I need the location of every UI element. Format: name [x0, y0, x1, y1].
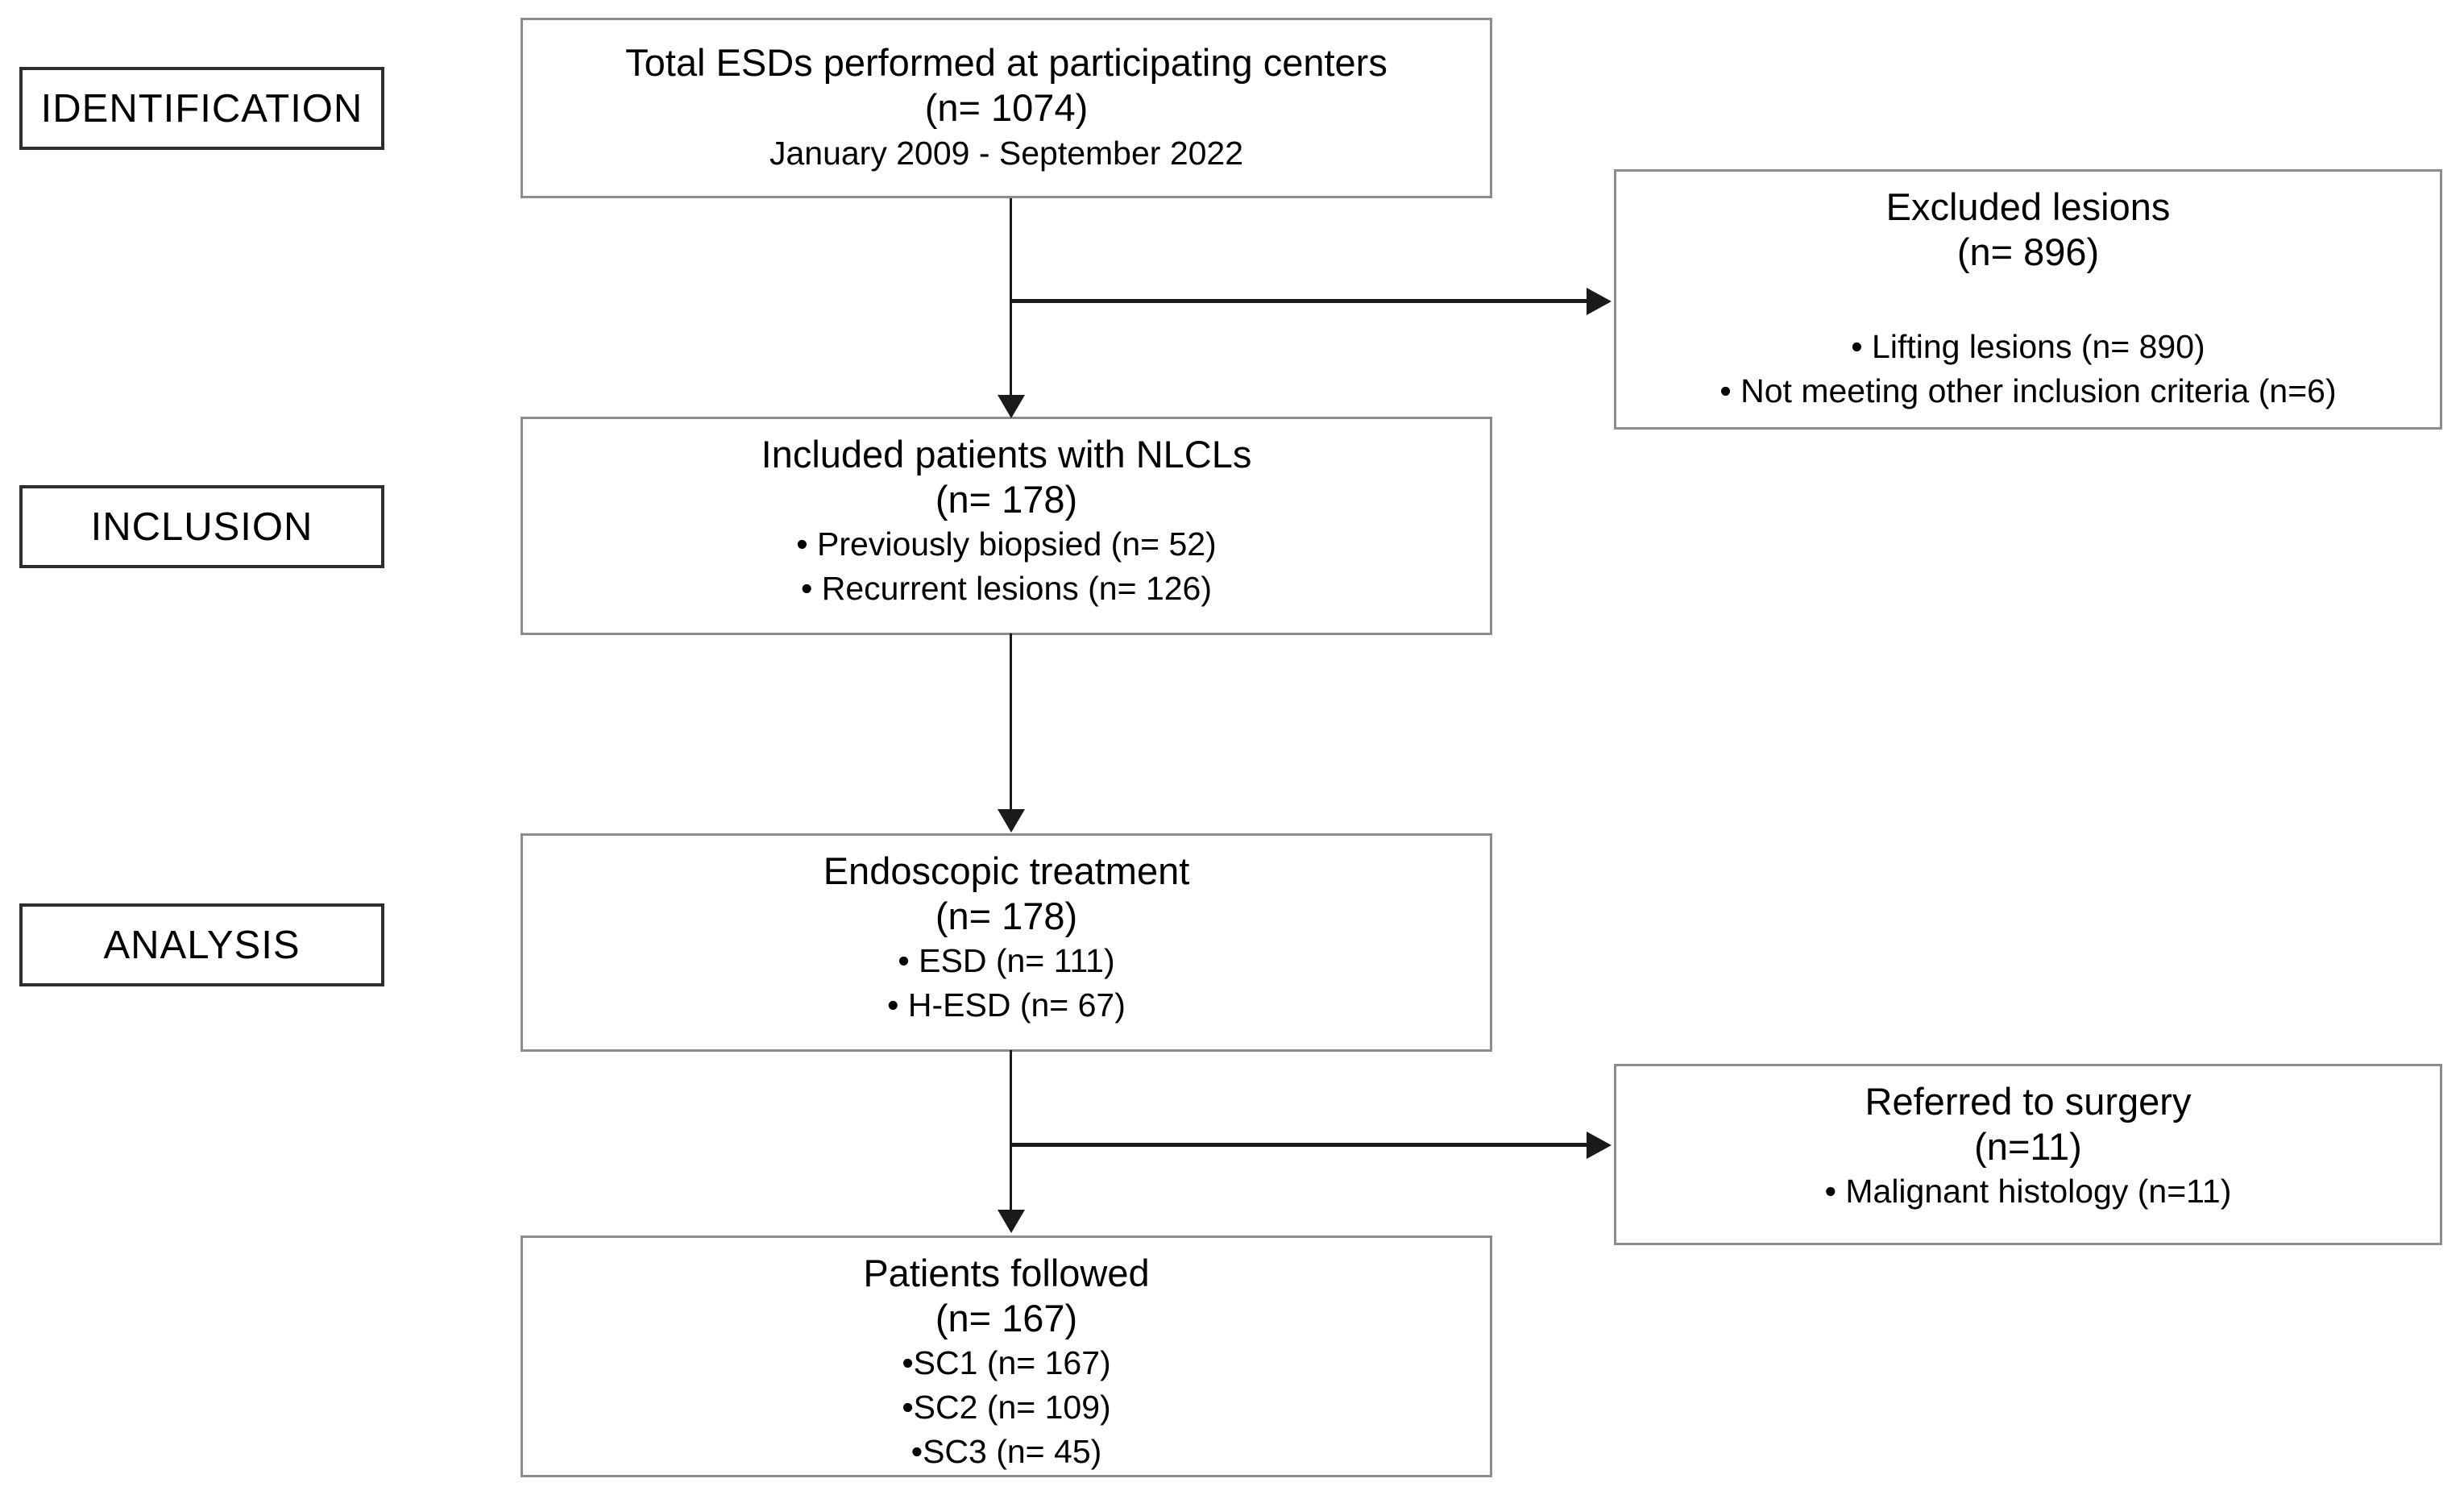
box-included-bullet-biopsied: • Previously biopsied (n= 52)	[796, 525, 1217, 563]
stage-label-analysis-text: ANALYSIS	[103, 923, 301, 967]
stage-label-identification: IDENTIFICATION	[19, 67, 384, 150]
box-surgery-count: (n=11)	[1974, 1125, 2082, 1168]
box-excluded-bullet-criteria: • Not meeting other inclusion criteria (…	[1719, 372, 2337, 409]
box-followed-bullet-sc1: •SC1 (n= 167)	[902, 1344, 1111, 1381]
box-treatment-title: Endoscopic treatment	[823, 849, 1190, 892]
arrow-right-to-excluded-icon	[1587, 288, 1612, 315]
box-referred-surgery: Referred to surgery (n=11) • Malignant h…	[1614, 1064, 2442, 1245]
box-included-count: (n= 178)	[935, 478, 1078, 521]
box-included-bullet-recurrent: • Recurrent lesions (n= 126)	[800, 570, 1213, 607]
stage-label-inclusion: INCLUSION	[19, 485, 384, 568]
box-excluded-title: Excluded lesions	[1885, 185, 2171, 228]
box-total-esds-period: January 2009 - September 2022	[769, 135, 1244, 172]
connector-to-excluded-line	[1010, 299, 1588, 303]
arrow-down-included-to-treatment-icon	[998, 809, 1025, 833]
box-followed-count: (n= 167)	[935, 1297, 1078, 1339]
box-treatment-count: (n= 178)	[935, 895, 1078, 937]
box-surgery-bullet-malignant: • Malignant histology (n=11)	[1824, 1173, 2232, 1210]
box-total-esds-title: Total ESDs performed at participating ce…	[625, 41, 1388, 84]
connector-treatment-to-followed-line	[1010, 1050, 1012, 1213]
stage-label-analysis: ANALYSIS	[19, 903, 384, 986]
box-followed-bullet-sc3: •SC3 (n= 45)	[911, 1433, 1102, 1470]
connector-to-surgery-line	[1010, 1143, 1588, 1147]
arrow-down-treatment-to-followed-icon	[998, 1210, 1025, 1233]
stage-label-inclusion-text: INCLUSION	[90, 505, 313, 549]
box-followed-title: Patients followed	[863, 1252, 1150, 1294]
arrow-down-total-to-included-icon	[998, 395, 1025, 418]
box-surgery-title: Referred to surgery	[1865, 1080, 2192, 1123]
box-followed-bullet-sc2: •SC2 (n= 109)	[902, 1389, 1111, 1426]
box-treatment-bullet-hesd: • H-ESD (n= 67)	[887, 986, 1126, 1024]
box-total-esds: Total ESDs performed at participating ce…	[521, 18, 1492, 198]
connector-included-to-treatment-line	[1010, 633, 1012, 812]
box-excluded-lesions: Excluded lesions (n= 896) • Lifting lesi…	[1614, 169, 2442, 430]
connector-total-to-included-line	[1010, 198, 1012, 398]
stage-label-identification-text: IDENTIFICATION	[40, 86, 363, 131]
box-treatment-bullet-esd: • ESD (n= 111)	[898, 942, 1115, 979]
box-excluded-count: (n= 896)	[1956, 230, 2100, 273]
box-excluded-bullet-lifting: • Lifting lesions (n= 890)	[1851, 328, 2205, 365]
box-included-patients: Included patients with NLCLs (n= 178) • …	[521, 417, 1492, 635]
box-patients-followed: Patients followed (n= 167) •SC1 (n= 167)…	[521, 1235, 1492, 1477]
box-endoscopic-treatment: Endoscopic treatment (n= 178) • ESD (n= …	[521, 833, 1492, 1052]
box-total-esds-count: (n= 1074)	[924, 86, 1089, 129]
arrow-right-to-surgery-icon	[1587, 1132, 1612, 1159]
box-included-title: Included patients with NLCLs	[761, 433, 1252, 475]
